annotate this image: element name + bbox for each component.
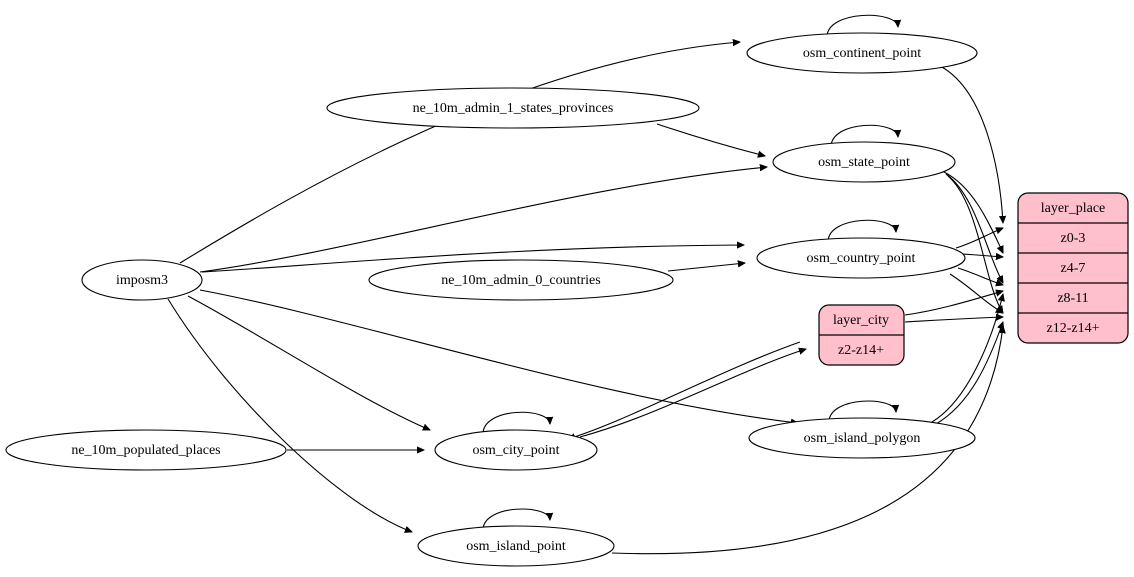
edge-osm-state-point-to-layer-place-z12-z14 xyxy=(947,175,1003,313)
edge-osm-state-point-to-layer-place-z8-11 xyxy=(945,173,1003,283)
node-osm-island-polygon-shape[interactable] xyxy=(748,417,976,459)
node-osm-city-point[interactable]: osm_city_point xyxy=(434,429,598,471)
node-ne-10m-populated-places[interactable]: ne_10m_populated_places xyxy=(5,429,287,471)
edge-osm-country-point-to-layer-place-z8-11 xyxy=(957,267,1003,285)
edge-osm-country-point-to-layer-place-z0-3 xyxy=(955,228,1003,249)
edge-imposm3-to-osm-island-polygon xyxy=(199,289,798,423)
node-ne-10m-admin-1-states-provinces-label: ne_10m_admin_1_states_provinces xyxy=(413,101,614,116)
node-osm-country-point-shape[interactable] xyxy=(756,237,966,279)
edge-self-loop-osm-country-point xyxy=(827,219,896,243)
edge-imposm3-to-osm-city-point xyxy=(187,295,430,430)
edge-ne-admin-0-to-osm-country-point xyxy=(667,263,745,272)
node-osm-island-point-shape[interactable] xyxy=(417,525,615,567)
node-imposm3[interactable]: imposm3 xyxy=(81,259,203,301)
record-row-layer-city-z2-z14[interactable]: z2-z14+ xyxy=(838,343,884,358)
record-row-layer-place-z0-3[interactable]: z0-3 xyxy=(1061,231,1086,246)
edge-self-loop-osm-continent-point xyxy=(826,14,898,38)
node-ne-10m-admin-1-states-provinces-shape[interactable] xyxy=(326,87,700,129)
record-row-layer-place-z8-11[interactable]: z8-11 xyxy=(1057,291,1088,306)
node-ne-10m-populated-places-label: ne_10m_populated_places xyxy=(71,443,220,458)
node-osm-continent-point[interactable]: osm_continent_point xyxy=(746,32,978,74)
edge-crossing-to-osm-city-point xyxy=(568,341,801,439)
edge-imposm3-to-osm-state-point xyxy=(199,167,767,273)
node-osm-island-point-label: osm_island_point xyxy=(466,539,566,554)
node-osm-city-point-shape[interactable] xyxy=(434,429,598,471)
record-node-layer: layer_place z0-3 z4-7 z8-11 z12-z14+ lay… xyxy=(818,192,1129,366)
edge-ne-admin-1-to-osm-state-point xyxy=(656,123,765,156)
edge-osm-country-point-to-layer-place-z12-z14 xyxy=(949,273,1003,313)
node-imposm3-label: imposm3 xyxy=(116,273,168,288)
node-layer: imposm3 ne_10m_admin_1_states_provinces … xyxy=(5,32,978,567)
edge-osm-continent-point-to-layer-place-z0-3 xyxy=(939,65,1003,223)
node-osm-state-point-label: osm_state_point xyxy=(818,155,910,170)
record-row-layer-place-z12-z14[interactable]: z12-z14+ xyxy=(1047,321,1100,336)
record-row-layer-place-z4-7[interactable]: z4-7 xyxy=(1061,261,1086,276)
record-row-layer-place-title: layer_place xyxy=(1041,201,1106,216)
node-imposm3-shape[interactable] xyxy=(81,259,203,301)
node-osm-state-point[interactable]: osm_state_point xyxy=(772,141,956,183)
edge-layer-city-to-layer-place-z8-11 xyxy=(904,291,1003,316)
node-ne-10m-populated-places-shape[interactable] xyxy=(5,429,287,471)
edge-osm-island-polygon-to-layer-place-z12-z14 xyxy=(935,322,1003,425)
record-row-layer-city-title: layer_city xyxy=(833,313,889,328)
edge-imposm3-to-osm-country-point xyxy=(201,245,744,273)
edge-osm-island-polygon-to-layer-place-z8-11 xyxy=(931,294,1003,423)
edge-imposm3-to-osm-island-point xyxy=(167,298,412,532)
node-ne-10m-admin-0-countries-label: ne_10m_admin_0_countries xyxy=(441,273,600,288)
node-ne-10m-admin-1-states-provinces[interactable]: ne_10m_admin_1_states_provinces xyxy=(326,87,700,129)
edge-self-loop-osm-city-point xyxy=(482,411,550,435)
record-node-layer-city[interactable]: layer_city z2-z14+ xyxy=(818,304,905,366)
node-osm-island-polygon[interactable]: osm_island_polygon xyxy=(748,417,976,459)
edge-layer-city-to-layer-place-z12-z14 xyxy=(904,317,1003,323)
edge-self-loop-osm-island-polygon xyxy=(828,400,896,423)
node-ne-10m-admin-0-countries-shape[interactable] xyxy=(368,259,674,301)
node-osm-continent-point-label: osm_continent_point xyxy=(803,46,921,61)
edge-self-loop-osm-state-point xyxy=(830,124,898,148)
node-osm-continent-point-shape[interactable] xyxy=(746,32,978,74)
node-osm-island-polygon-label: osm_island_polygon xyxy=(804,431,921,446)
edge-osm-city-point-to-layer-city xyxy=(579,349,806,438)
edge-osm-island-point-to-layer-place-z12-z14 xyxy=(611,326,1003,555)
edge-osm-state-point-to-layer-place-z4-7 xyxy=(943,171,1004,253)
node-osm-state-point-shape[interactable] xyxy=(772,141,956,183)
edge-layer xyxy=(167,14,1004,555)
node-osm-city-point-label: osm_city_point xyxy=(472,443,559,458)
record-node-layer-place-box[interactable] xyxy=(1017,192,1129,344)
record-node-layer-place[interactable]: layer_place z0-3 z4-7 z8-11 z12-z14+ xyxy=(1017,192,1129,344)
edge-self-loop-osm-island-point xyxy=(482,508,550,531)
node-osm-country-point-label: osm_country_point xyxy=(807,251,916,266)
node-ne-10m-admin-0-countries[interactable]: ne_10m_admin_0_countries xyxy=(368,259,674,301)
edge-imposm3-to-osm-continent-point xyxy=(179,42,740,264)
node-osm-country-point[interactable]: osm_country_point xyxy=(756,237,966,279)
node-osm-island-point[interactable]: osm_island_point xyxy=(417,525,615,567)
edge-osm-country-point-to-layer-place-z4-7 xyxy=(961,254,1003,257)
